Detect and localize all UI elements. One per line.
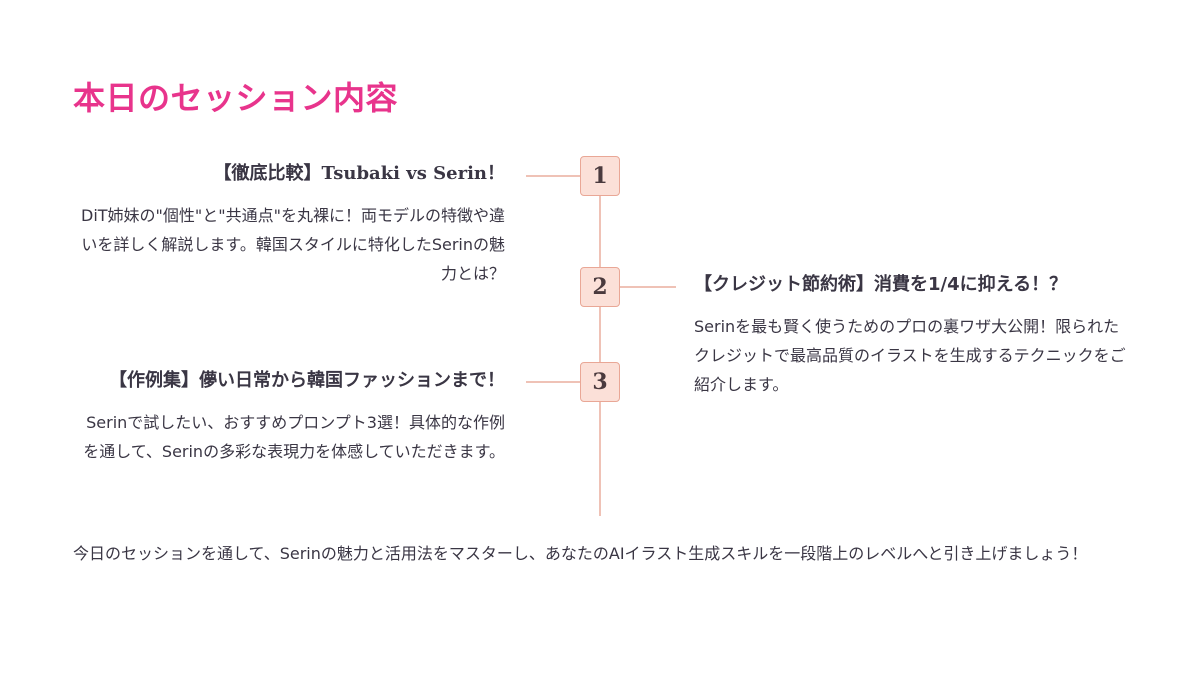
connector-2: [620, 286, 676, 288]
connector-1: [526, 175, 580, 177]
item-title: 【作例集】儚い日常から韓国ファッションまで！: [109, 370, 505, 391]
item-title: 【徹底比較】Tsubaki vs Serin！: [213, 163, 505, 184]
session-item-2: 【クレジット節約術】消費を1/4に抑える！？ Serinを最も賢く使うためのプロ…: [694, 272, 1134, 399]
step-marker-1: 1: [580, 156, 620, 196]
step-marker-3: 3: [580, 362, 620, 402]
step-marker-2: 2: [580, 267, 620, 307]
session-item-3: 【作例集】儚い日常から韓国ファッションまで！ Serinで試したい、おすすめプロ…: [73, 368, 505, 466]
item-description: Serinを最も賢く使うためのプロの裏ワザ大公開！限られたクレジットで最高品質の…: [694, 317, 1126, 394]
connector-3: [526, 381, 580, 383]
timeline-line: [599, 196, 601, 516]
summary-text: 今日のセッションを通して、Serinの魅力と活用法をマスターし、あなたのAIイラ…: [73, 544, 1088, 563]
item-description: Serinで試したい、おすすめプロンプト3選！具体的な作例を通して、Serinの…: [83, 413, 505, 461]
item-title: 【クレジット節約術】消費を1/4に抑える！？: [694, 274, 1068, 295]
session-item-1: 【徹底比較】Tsubaki vs Serin！ DiT姉妹の"個性"と"共通点"…: [73, 161, 505, 288]
page-title: 本日のセッション内容: [73, 79, 399, 117]
item-description: DiT姉妹の"個性"と"共通点"を丸裸に！両モデルの特徴や違いを詳しく解説します…: [81, 206, 505, 283]
